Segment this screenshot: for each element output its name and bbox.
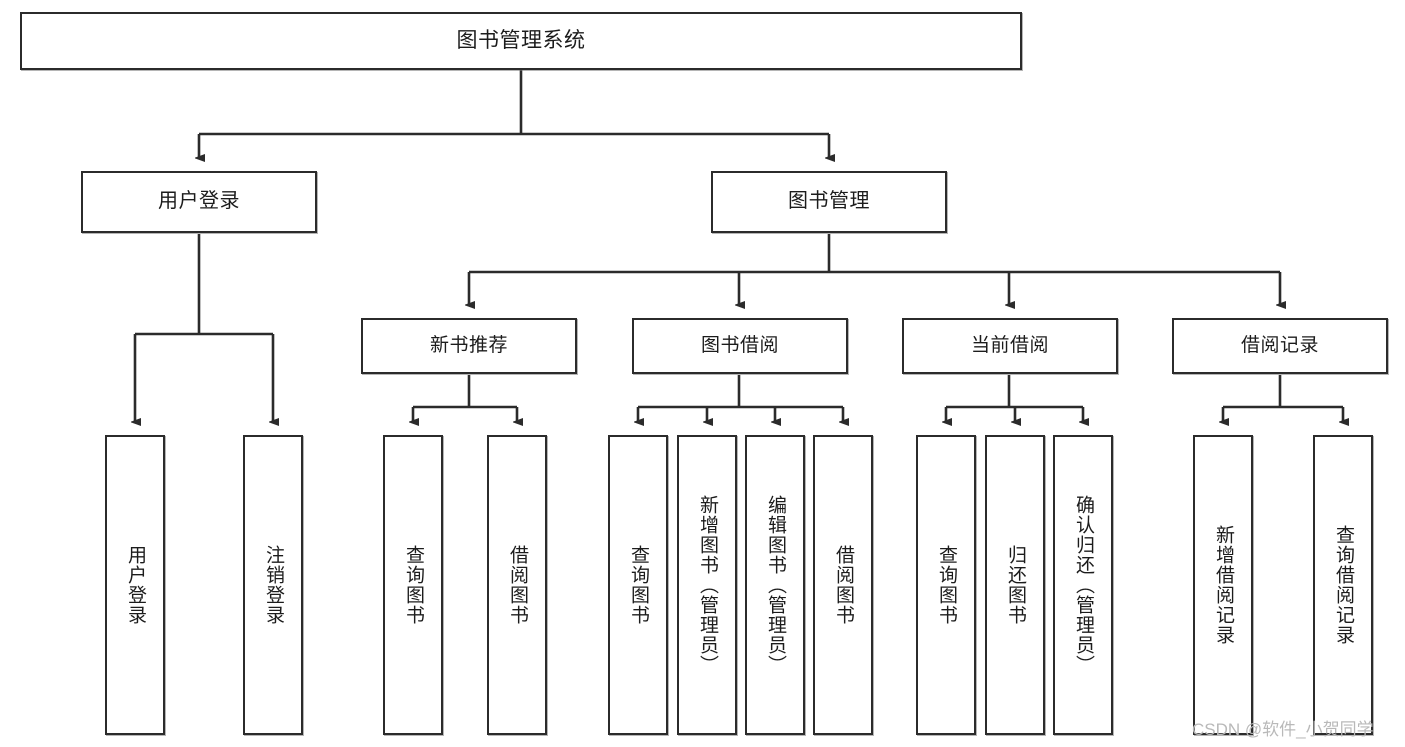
node-label: 新增借阅记录 <box>1212 525 1234 645</box>
node-label: 确认归还（管理员） <box>1072 495 1094 675</box>
node-label: 查询图书 <box>402 545 424 625</box>
node-label: 借阅图书 <box>506 545 528 625</box>
node-label: 图书借阅 <box>700 334 779 356</box>
node-book-borrow[interactable]: 图书借阅 <box>632 318 848 374</box>
node-label: 新增图书（管理员） <box>696 495 718 675</box>
node-new-book-recommend[interactable]: 新书推荐 <box>361 318 577 374</box>
node-label: 当前借阅 <box>970 334 1049 356</box>
leaf-query-book-recommend[interactable]: 查询图书 <box>383 435 443 735</box>
node-label: 新书推荐 <box>429 334 508 356</box>
leaf-query-borrow-record[interactable]: 查询借阅记录 <box>1313 435 1373 735</box>
leaf-edit-book-admin[interactable]: 编辑图书（管理员） <box>745 435 805 735</box>
leaf-return-book[interactable]: 归还图书 <box>985 435 1045 735</box>
node-borrow-record[interactable]: 借阅记录 <box>1172 318 1388 374</box>
node-root-system[interactable]: 图书管理系统 <box>20 12 1022 70</box>
leaf-add-borrow-record[interactable]: 新增借阅记录 <box>1193 435 1253 735</box>
watermark: CSDN @软件_小贺同学 <box>1192 720 1374 739</box>
leaf-user-logout[interactable]: 注销登录 <box>243 435 303 735</box>
node-label: 编辑图书（管理员） <box>764 495 786 675</box>
node-user-login[interactable]: 用户登录 <box>81 171 317 233</box>
node-book-management[interactable]: 图书管理 <box>711 171 947 233</box>
leaf-borrow-book-recommend[interactable]: 借阅图书 <box>487 435 547 735</box>
leaf-query-book-current[interactable]: 查询图书 <box>916 435 976 735</box>
node-label: 图书管理系统 <box>456 28 586 52</box>
node-label: 借阅记录 <box>1240 334 1319 356</box>
leaf-confirm-return-admin[interactable]: 确认归还（管理员） <box>1053 435 1113 735</box>
node-label: 注销登录 <box>262 545 284 625</box>
node-label: 查询图书 <box>627 545 649 625</box>
leaf-query-book-borrow[interactable]: 查询图书 <box>608 435 668 735</box>
leaf-borrow-book[interactable]: 借阅图书 <box>813 435 873 735</box>
leaf-add-book-admin[interactable]: 新增图书（管理员） <box>677 435 737 735</box>
node-label: 借阅图书 <box>832 545 854 625</box>
node-current-borrow[interactable]: 当前借阅 <box>902 318 1118 374</box>
node-label: 查询图书 <box>935 545 957 625</box>
node-label: 查询借阅记录 <box>1332 525 1354 645</box>
leaf-user-login[interactable]: 用户登录 <box>105 435 165 735</box>
node-label: 归还图书 <box>1004 545 1026 625</box>
node-label: 用户登录 <box>158 190 240 213</box>
node-label: 用户登录 <box>124 545 146 625</box>
node-label: 图书管理 <box>788 190 870 213</box>
